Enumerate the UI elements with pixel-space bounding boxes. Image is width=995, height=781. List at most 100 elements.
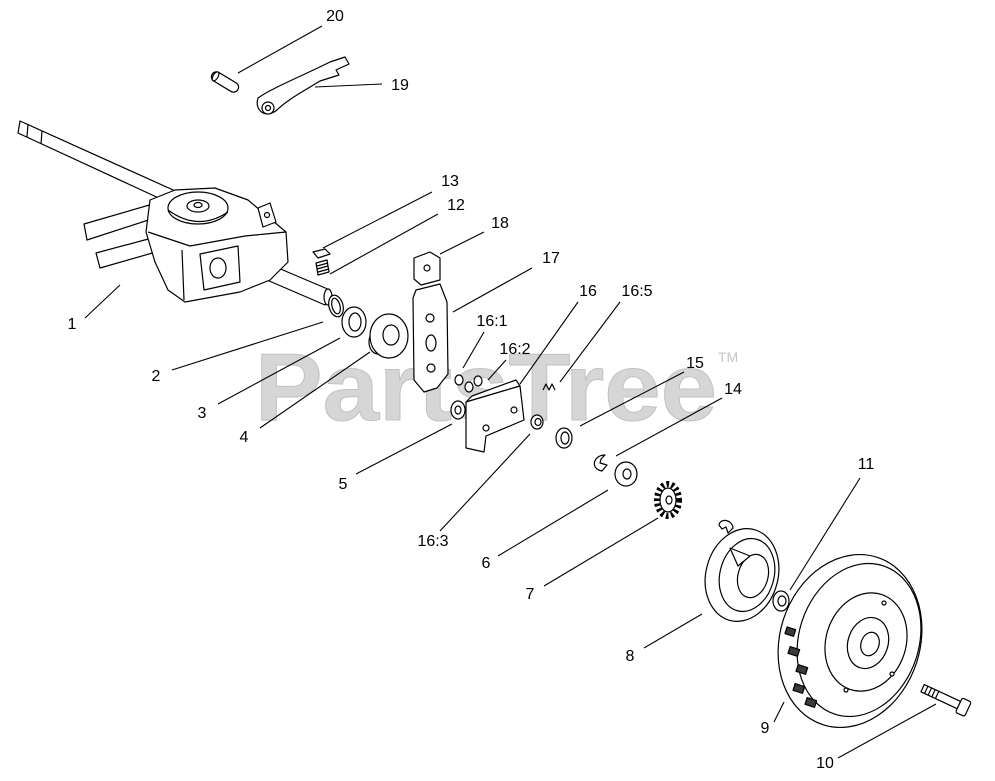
- bushing-16-2-a: [464, 381, 474, 393]
- bolt-threads: [924, 685, 940, 699]
- bracket-hole-right: [510, 406, 518, 414]
- callout-label-16: 16: [579, 283, 597, 300]
- wheel-center-bore: [860, 631, 880, 657]
- tire-tread-block: [795, 664, 809, 675]
- gear-bore: [665, 495, 673, 505]
- plate-slot: [425, 334, 437, 352]
- hub-cap-clip: [718, 519, 734, 534]
- leader-line-14: [615, 397, 723, 457]
- part-17-plate: [412, 283, 449, 393]
- bushing-bore: [382, 324, 400, 346]
- pulley-nut: [193, 201, 203, 209]
- washer-6-inner: [622, 468, 632, 480]
- hub-cap-pointer: [729, 547, 751, 567]
- leader-line-16-5: [559, 301, 621, 383]
- bushing-16-2-b: [473, 375, 483, 387]
- tire-tread-block: [784, 626, 797, 637]
- callout-label-3: 3: [198, 405, 207, 422]
- callout-label-19: 19: [391, 77, 409, 94]
- part-5-bushing: [450, 400, 466, 420]
- leader-line-2: [171, 321, 324, 371]
- gear-cover-boss: [209, 257, 227, 279]
- callout-label-10: 10: [816, 755, 834, 772]
- plate-hole-bottom: [426, 363, 436, 373]
- tire-tread-block: [787, 646, 801, 657]
- leader-line-4: [259, 351, 371, 429]
- part-1-transmission-assembly: [17, 120, 333, 306]
- leader-line-3: [217, 337, 341, 405]
- callout-label-16-5: 16:5: [621, 283, 652, 300]
- leader-line-6: [497, 489, 609, 557]
- spring-16-5: [542, 383, 556, 391]
- callout-label-7: 7: [526, 586, 535, 603]
- nut-bore: [534, 417, 542, 427]
- leader-line-16: [519, 301, 579, 385]
- bracket-front-face: [465, 385, 525, 453]
- retaining-clip-14: [593, 454, 608, 472]
- leader-line-17: [452, 267, 533, 313]
- part-16-3-nut: [530, 414, 544, 430]
- part-9-wheel: [777, 553, 923, 729]
- tire-tread-block: [792, 683, 806, 694]
- part-13-key: [312, 248, 331, 259]
- spring-coils: [316, 262, 330, 273]
- callout-label-13: 13: [441, 173, 459, 190]
- callout-label-16-2: 16:2: [499, 341, 530, 358]
- callout-label-17: 17: [542, 250, 560, 267]
- callout-label-14: 14: [724, 381, 742, 398]
- bushing-5-bore: [454, 405, 462, 415]
- leader-line-16-3: [439, 433, 531, 532]
- part-3-washer: [341, 306, 367, 338]
- watermark-trademark: TM: [718, 349, 738, 365]
- leader-line-11: [789, 477, 861, 591]
- leader-line-10: [837, 703, 937, 759]
- callout-label-15: 15: [686, 355, 704, 372]
- callout-label-1: 1: [68, 316, 77, 333]
- key-body: [312, 248, 331, 259]
- washer-inner: [348, 312, 362, 332]
- part-6-washer: [614, 461, 638, 487]
- part-16-5-spring: [542, 383, 556, 391]
- part-20-pin: [210, 71, 240, 93]
- callout-label-20: 20: [326, 8, 344, 25]
- callout-label-11: 11: [858, 456, 875, 473]
- callout-label-8: 8: [626, 648, 635, 665]
- part-12-spring: [315, 259, 330, 276]
- callout-label-2: 2: [152, 368, 161, 385]
- part-16-1-bushing: [454, 374, 464, 386]
- part-14-retaining-clip: [593, 454, 608, 472]
- leader-line-9: [773, 701, 785, 723]
- handle-strap-lower: [95, 237, 157, 269]
- part-4-bushing: [368, 313, 409, 359]
- part-11-bushing: [772, 590, 790, 612]
- bolt-head: [955, 697, 972, 717]
- callout-label-4: 4: [240, 429, 249, 446]
- watermark: PartsTree TM: [255, 334, 739, 442]
- part-16-2-bushings: [464, 375, 483, 393]
- leader-line-5: [355, 423, 453, 475]
- washer-15-inner: [560, 431, 570, 445]
- part-15-washer: [555, 427, 573, 449]
- part-10-bolt: [920, 683, 972, 717]
- gearbox-bracket-hole: [263, 211, 271, 219]
- lever-screw-slot: [264, 104, 272, 112]
- callout-label-16-1: 16:1: [476, 313, 507, 330]
- leader-line-8: [643, 613, 703, 649]
- leader-line-12: [329, 213, 439, 275]
- gearbox-housing-seam: [147, 231, 287, 301]
- callout-label-18: 18: [491, 215, 509, 232]
- tire-tread-block: [804, 697, 818, 708]
- gear-teeth: [654, 481, 682, 519]
- leader-line-13: [322, 191, 433, 249]
- plate-hole-top: [425, 313, 435, 323]
- callout-labels: 20 19 13 12 18 17 16 16:5 16:1 16:2 15 1…: [68, 8, 875, 772]
- bracket-hole-left: [482, 424, 490, 432]
- callout-label-12: 12: [447, 197, 465, 214]
- hub-cap-bore: [736, 553, 770, 599]
- callout-label-16-3: 16:3: [417, 533, 448, 550]
- drive-shaft-end-grooves: [26, 123, 43, 145]
- part-7-gear: [654, 481, 682, 519]
- part-2-ring: [328, 294, 344, 318]
- leader-lines: [84, 25, 937, 759]
